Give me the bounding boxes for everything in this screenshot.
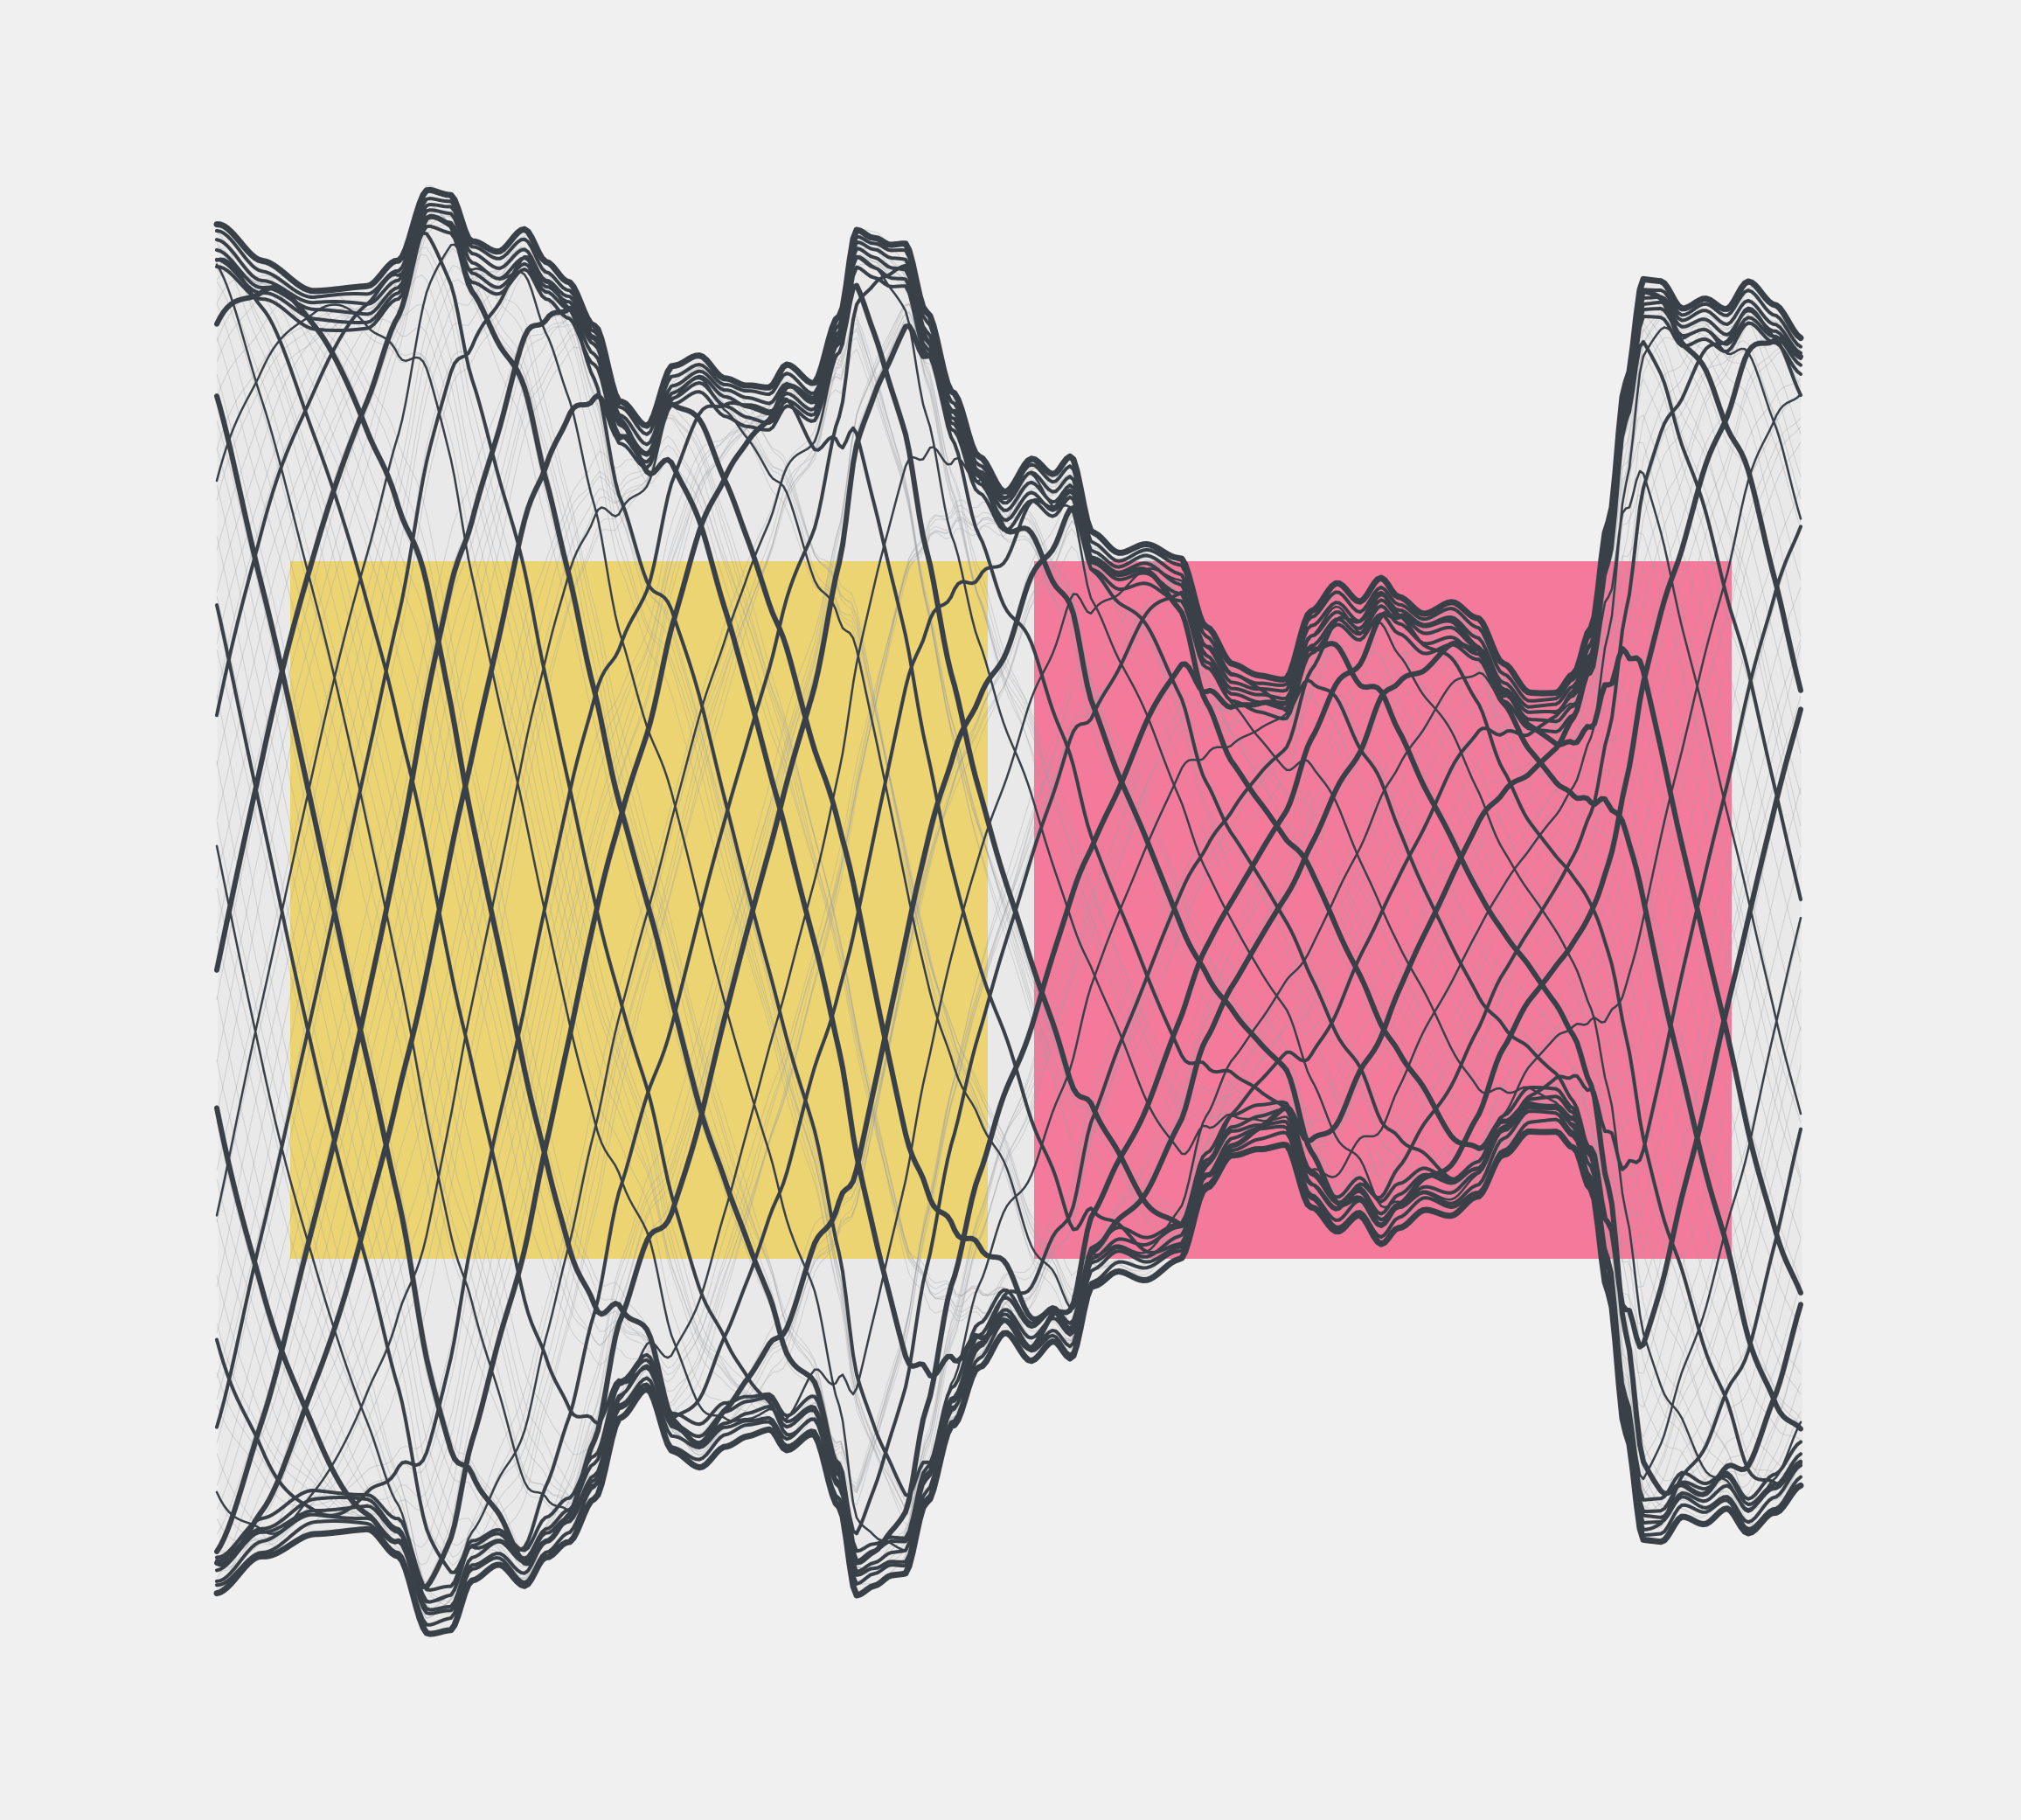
crossing-wave-line [214, 323, 1803, 1566]
faint-wave-line [216, 363, 1802, 1554]
envelope-bottom-line [213, 1129, 1804, 1637]
crossing-wave-line [214, 285, 1803, 1447]
crossing-wave-line [215, 231, 1802, 1536]
faint-wave-line [216, 203, 1802, 1581]
envelope-top-line [215, 215, 1802, 724]
faint-wave-line [216, 290, 1802, 1517]
faint-wave-line [216, 263, 1802, 1610]
wave-band-fills [217, 188, 1802, 1633]
faint-wave-line [216, 215, 1802, 1569]
crossing-wave-line [215, 377, 1802, 1535]
wave-band-fill [217, 188, 1802, 1633]
bold-wave-lines [213, 186, 1804, 1637]
faint-wave-line [216, 242, 1802, 1500]
faint-wave-line [216, 311, 1802, 1507]
faint-wave-line [216, 327, 1802, 1579]
crossing-wave-line [215, 254, 1802, 1497]
crossing-wave-line [214, 282, 1803, 1590]
crossing-wave-line [214, 305, 1803, 1554]
crossing-wave-line [215, 263, 1802, 1513]
faint-wave-line [216, 234, 1802, 1619]
faint-wave-line [216, 306, 1802, 1515]
faint-wave-line [216, 184, 1802, 1575]
envelope-top-line [213, 186, 1804, 697]
envelope-bottom-line [215, 1094, 1802, 1604]
faint-wave-line [216, 316, 1802, 1558]
faint-wave-line [216, 310, 1802, 1515]
faint-wave-line [216, 307, 1802, 1512]
envelope-bottom-line [215, 1109, 1802, 1615]
crossing-wave-line [215, 243, 1802, 1552]
crossing-wave-line [214, 213, 1803, 1566]
faint-wave-line [216, 257, 1802, 1497]
crossing-wave-line [215, 263, 1802, 1574]
envelope-top-line [215, 203, 1802, 709]
yellow-panel [290, 561, 988, 1259]
crossing-wave-line [215, 257, 1802, 1426]
crossing-wave-line [214, 392, 1803, 1567]
envelope-top-line [215, 197, 1802, 703]
faint-wave-line [216, 311, 1802, 1583]
faint-wave-line [216, 288, 1802, 1518]
faint-wave-line [216, 247, 1802, 1512]
crossing-wave-line [215, 254, 1802, 1603]
